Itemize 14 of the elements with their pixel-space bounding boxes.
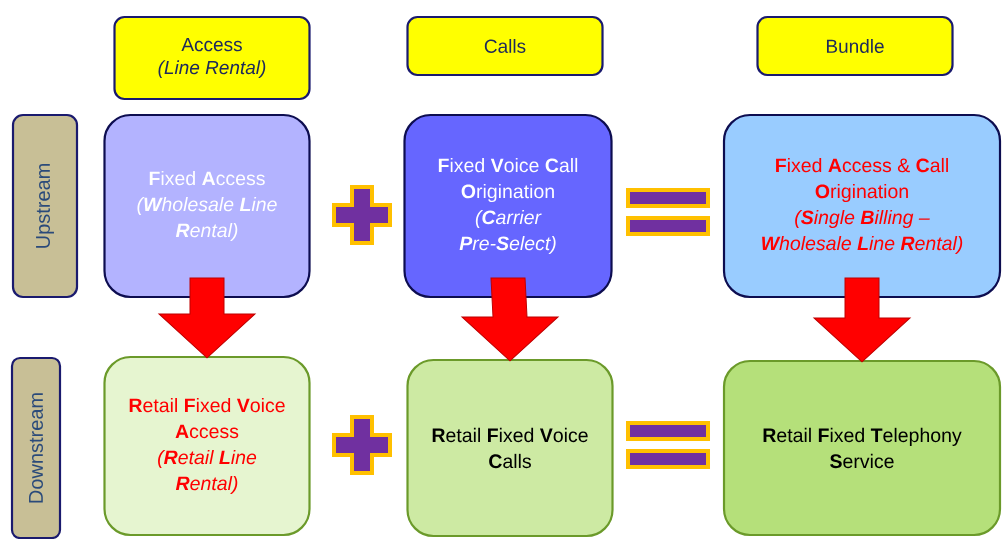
process-box: Retail Fixed Voice Calls bbox=[406, 358, 614, 538]
process-box: Fixed Access & Call Origination (Single Billing – Wholesale Line Rental) bbox=[722, 113, 1002, 299]
column-header: Calls bbox=[406, 15, 604, 77]
process-box: Retail Fixed Telephony Service bbox=[722, 359, 1002, 537]
row-label: Downstream bbox=[10, 356, 62, 539]
block-arrow bbox=[461, 277, 559, 362]
block-arrow bbox=[158, 277, 256, 359]
process-box: Retail Fixed Voice Access (Retail Line Rental) bbox=[103, 355, 311, 537]
process-box: Fixed Access (Wholesale Line Rental) bbox=[103, 113, 311, 299]
column-header: Access (Line Rental) bbox=[113, 15, 311, 101]
row-label: Upstream bbox=[11, 113, 79, 299]
column-header: Bundle bbox=[756, 15, 954, 77]
process-box: Fixed Voice Call Origination (Carrier Pre-Select) bbox=[403, 113, 613, 299]
block-arrow bbox=[813, 277, 911, 363]
